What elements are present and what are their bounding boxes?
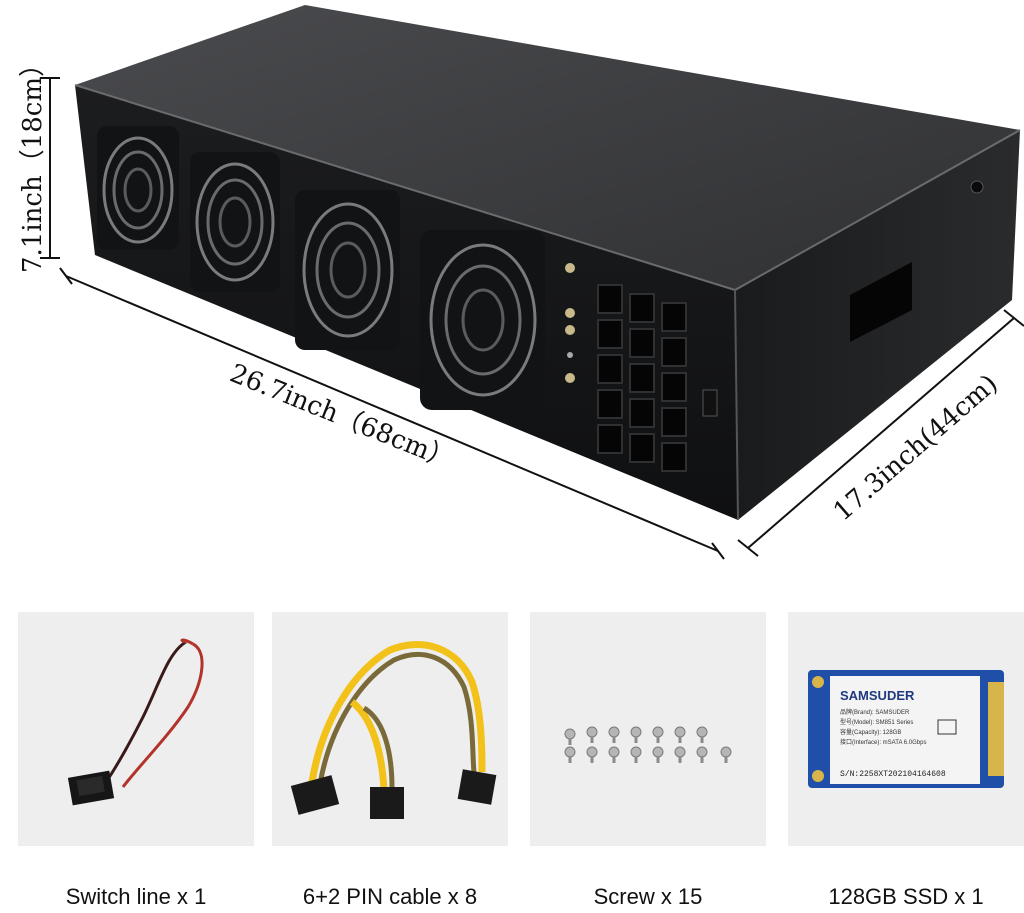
ssd-line-capacity: 容量(Capacity): 128GB <box>840 728 901 736</box>
sata-logo-icon <box>937 719 957 735</box>
accessory-label-ssd: 128GB SSD x 1 <box>828 884 984 909</box>
accessory-label-screw: Screw x 15 <box>593 884 703 909</box>
product-illustration <box>40 5 1024 560</box>
screws-photo <box>530 612 766 846</box>
chassis-top <box>75 5 1020 290</box>
fan-2 <box>190 152 280 292</box>
ssd-line-model: 型号(Model): SM851 Series <box>840 718 913 726</box>
ssd-serial: S/N:2258XT202104164608 <box>840 770 946 779</box>
ssd-line-brand: 品牌(Brand): SAMSUDER <box>840 708 910 716</box>
front-vent-grid <box>597 284 687 472</box>
ssd-line-interface: 接口(Interface): mSATA 6.0Gbps <box>840 738 926 746</box>
fan-4 <box>420 230 545 410</box>
pin-cable-icon <box>290 641 497 819</box>
accessory-label-switch-line: Switch line x 1 <box>65 884 207 909</box>
side-vent <box>850 262 912 342</box>
switch-line-icon <box>67 638 204 806</box>
power-switch <box>702 389 718 417</box>
height-dimension-label: 7.1inch（18cm） <box>18 50 48 273</box>
pin-cable-photo <box>272 612 508 846</box>
ssd-icon: SAMSUDER 品牌(Brand): SAMSUDER 型号(Model): … <box>808 670 1004 788</box>
side-hole <box>970 180 984 194</box>
accessory-label-pin-cable: 6+2 PIN cable x 8 <box>302 884 478 909</box>
switch-line-photo <box>18 612 254 846</box>
ssd-photo: SAMSUDER 品牌(Brand): SAMSUDER 型号(Model): … <box>788 612 1024 846</box>
front-indicators <box>565 263 575 383</box>
fan-1 <box>97 126 179 250</box>
dimension-lines <box>40 77 1024 560</box>
fan-3 <box>295 190 400 350</box>
screws-icon <box>564 726 732 763</box>
ssd-brand-logo: SAMSUDER <box>840 688 915 703</box>
